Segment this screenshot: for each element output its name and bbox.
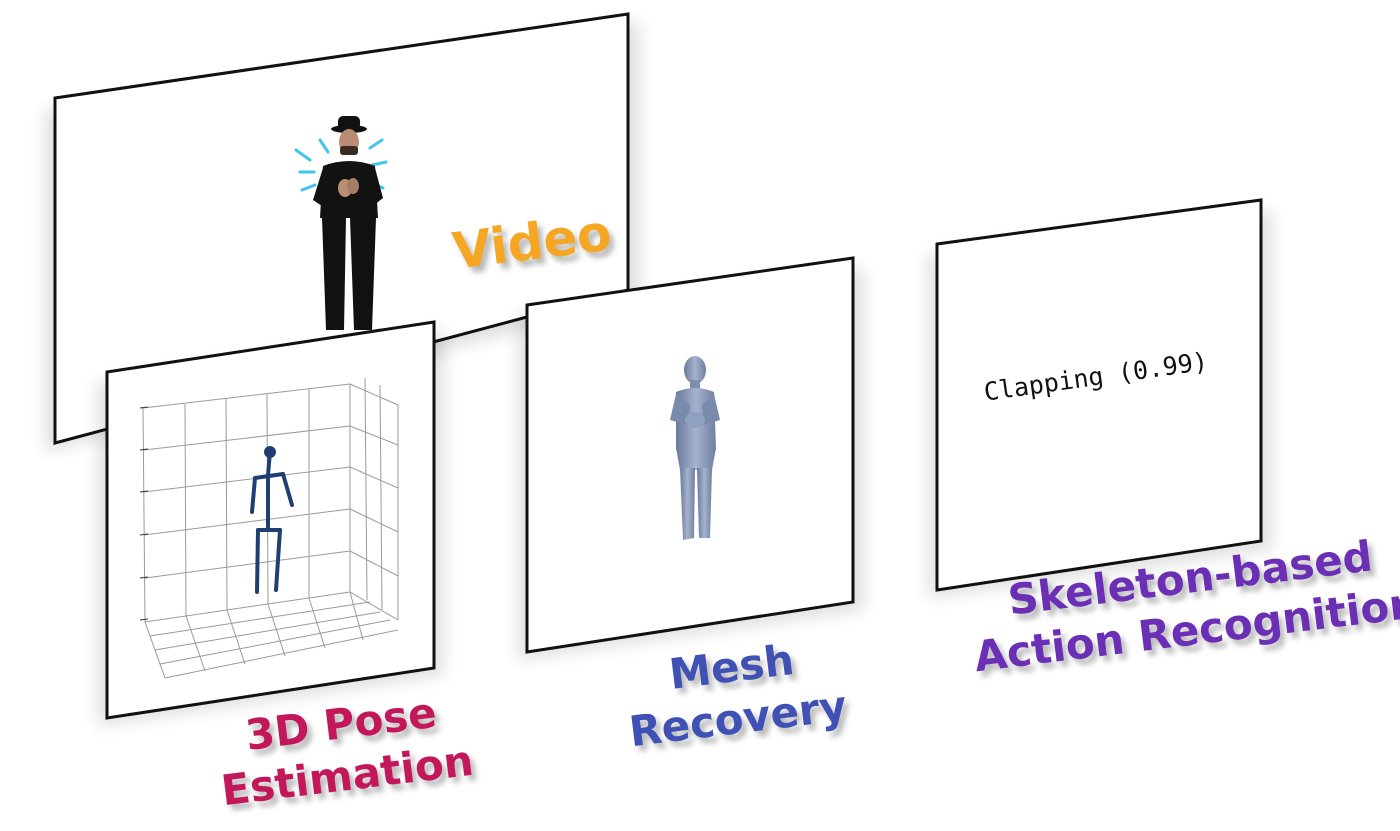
- skeleton-icon: [250, 446, 294, 594]
- mesh-panel: [518, 256, 864, 660]
- pose-panel: [98, 320, 444, 726]
- video-panel: [45, 12, 640, 452]
- action-panel: [928, 198, 1272, 598]
- human-mesh-icon: [670, 356, 720, 540]
- 3d-grid-icon: [139, 377, 399, 679]
- person-in-hat-icon: [294, 116, 388, 330]
